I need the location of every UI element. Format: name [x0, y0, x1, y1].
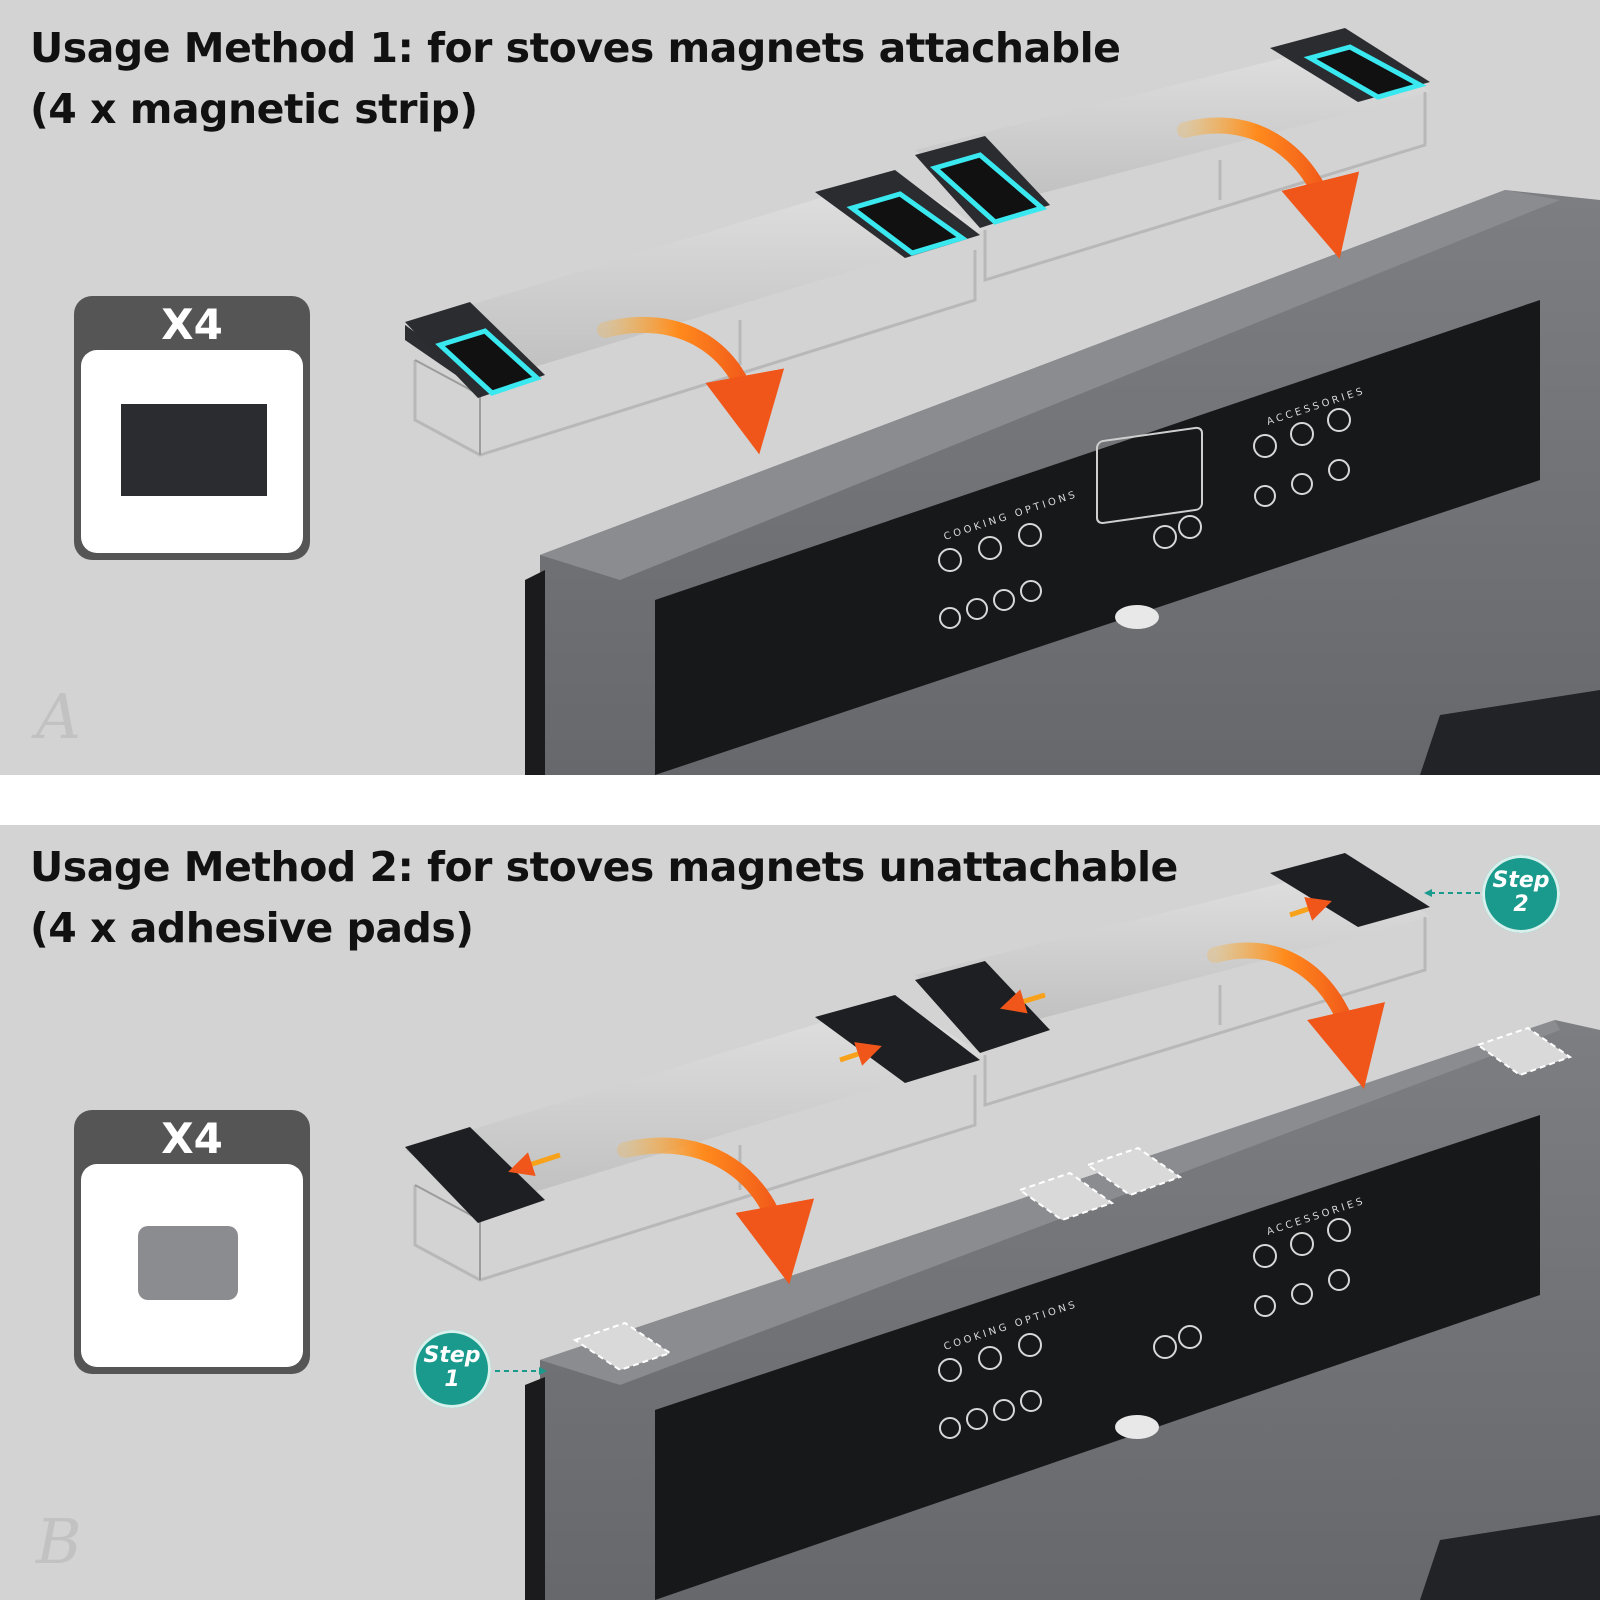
step-1-badge: Step 1 [413, 1330, 491, 1408]
magnet-quantity-card: X4 [74, 296, 310, 560]
step-1-number: 1 [444, 1367, 460, 1392]
method-2-illustration: COOKING OPTIONS ACCESSORIES [405, 853, 1600, 1600]
placement-arrow [1177, 117, 1360, 259]
placement-arrow [597, 316, 785, 455]
stove-illustration: COOKING OPTIONS ACCESSORIES [525, 1020, 1600, 1600]
method-2-title: Usage Method 2: for stoves magnets unatt… [30, 837, 1178, 959]
step-2-word: Step [1492, 868, 1550, 893]
panel-letter-a: A [36, 680, 81, 753]
method-2-title-line1: Usage Method 2: for stoves magnets unatt… [30, 843, 1178, 891]
method-1-panel: COOKING OPTIONS ACCESSORIES [0, 0, 1600, 775]
placement-arrow [617, 1137, 815, 1285]
method-1-illustration: COOKING OPTIONS ACCESSORIES [405, 28, 1600, 775]
method-2-panel: COOKING OPTIONS ACCESSORIES [0, 825, 1600, 1600]
shelf-left-half [405, 995, 985, 1282]
adhesive-pad-quantity-label: X4 [161, 1114, 223, 1163]
method-1-title-line2: (4 x magnetic strip) [30, 85, 478, 133]
method-1-title-line1: Usage Method 1: for stoves magnets attac… [30, 24, 1121, 72]
step-1-word: Step [423, 1343, 481, 1368]
bracket-end [1270, 853, 1430, 927]
magnetic-strip-swatch [121, 404, 267, 496]
adhesive-pad [1475, 1026, 1573, 1077]
magnet-quantity-label: X4 [161, 300, 223, 349]
shelf-right-half [915, 28, 1430, 283]
adhesive-pad-quantity-frame [81, 1164, 303, 1367]
panel-letter-b: B [36, 1505, 82, 1578]
adhesive-pad [1017, 1171, 1115, 1222]
magnet-quantity-frame [81, 350, 303, 553]
adhesive-pad [572, 1321, 673, 1372]
shelf-right-half [915, 853, 1430, 1108]
bracket-end [405, 1127, 545, 1223]
method-1-title: Usage Method 1: for stoves magnets attac… [30, 18, 1121, 140]
stove-illustration: COOKING OPTIONS ACCESSORIES [525, 190, 1600, 775]
bracket-end [915, 961, 1050, 1053]
adhesive-pad [1085, 1146, 1183, 1197]
step-2-number: 2 [1513, 892, 1529, 917]
placement-arrow [1207, 942, 1385, 1089]
shelf-left-half [405, 170, 985, 457]
bracket-end [815, 995, 980, 1083]
adhesive-pad-quantity-card: X4 [74, 1110, 310, 1374]
method-2-title-line2: (4 x adhesive pads) [30, 904, 474, 952]
adhesive-pad-swatch [138, 1226, 238, 1300]
step-2-badge: Step 2 [1482, 855, 1560, 933]
